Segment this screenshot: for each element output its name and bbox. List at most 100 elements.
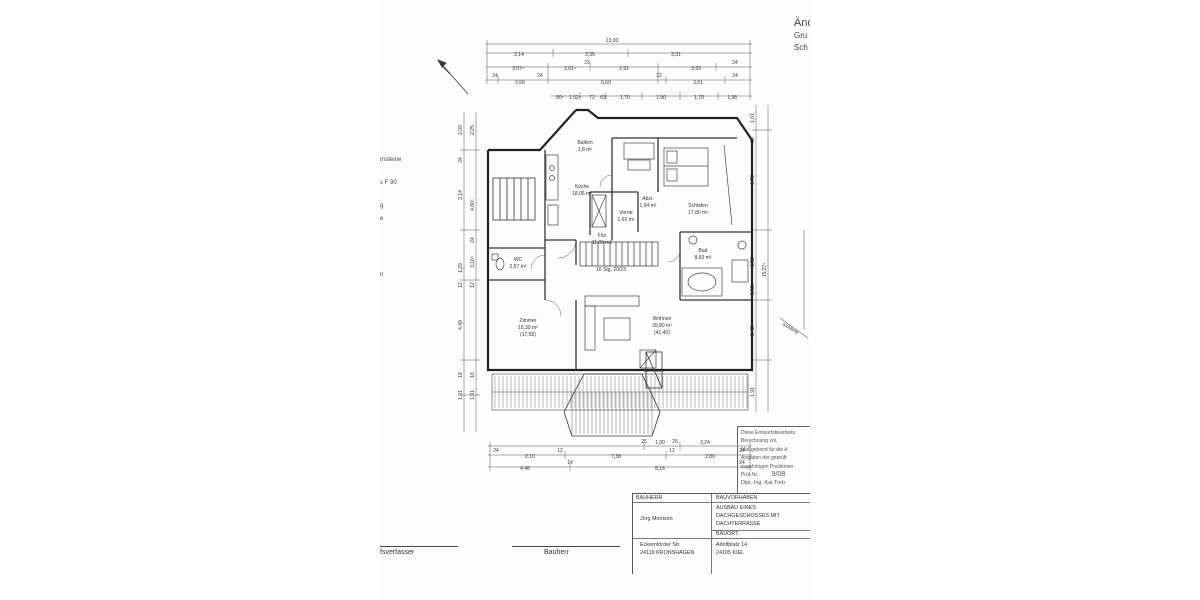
vorhaben-line-2: DACHGESCHOSSES MIT (716, 513, 780, 519)
dim-top-4a: 24 (492, 73, 498, 79)
stamp-pruef-value: 9/08 (771, 471, 786, 479)
interior-walls (488, 137, 752, 370)
room-flur-area: 11,09 m2 (592, 240, 613, 246)
room-wc-area: 2,57 m² (510, 264, 527, 270)
room-schlafen-area: 17,80 m² (688, 210, 708, 216)
signature-line-bauherr (512, 546, 620, 547)
bauort-street: Adolfplatz 14 (716, 542, 748, 548)
dim-bottom-3d: 24 (739, 460, 745, 466)
dim-bottom-2e: 12 (669, 448, 675, 454)
dim-bottom-1d: 3,24 (700, 440, 710, 446)
dim-top-4b: 2,66 (515, 80, 525, 86)
room-zimmer-alt: (17,55) (520, 332, 536, 338)
dim-bottom-2d: 7,38 (611, 454, 621, 460)
terrace-ticks (571, 392, 653, 434)
dim-top-5d: 63 (600, 95, 606, 101)
stamp-line-5: zugehörigen Positionen (741, 463, 794, 470)
dim-top-total: 13,00 (606, 38, 619, 44)
header-note-2: Gru (794, 31, 808, 40)
balcony-furniture (623, 142, 655, 171)
dim-left-12: 12 (458, 282, 464, 288)
dim-top-3b: 2,61⁵ (564, 66, 576, 72)
dim-top-5g: 1,70 (694, 95, 704, 101)
room-vorrat-name: Vorrat (619, 210, 633, 216)
dim-top-3a: 3,07⁵ (512, 66, 524, 72)
room-wohnen-name: Wohnen (653, 316, 672, 322)
stamp-line-4: Angaben der geprüft (741, 455, 787, 462)
dim-bottom-3b: 14 (567, 460, 573, 466)
left-dimension-lines (460, 112, 480, 432)
left-dimension-text: 2,09 2,25 3,14 4,80⁵ 3,16⁵ 1,29 4,49 1,9… (458, 125, 476, 400)
bauort-city: 24105 KIEL (716, 550, 745, 556)
dim-top-5f: 1,90 (656, 95, 666, 101)
dim-left-6: 1,29 (458, 263, 464, 273)
terrace (563, 373, 661, 437)
dim-bottom-1a: 25 (641, 439, 647, 445)
left-note-4: e (380, 216, 384, 222)
dim-top-5a: 80⁵ (556, 95, 564, 101)
dim-left-9: 1,91 (470, 390, 476, 400)
header-note-3: Sch (794, 43, 808, 52)
top-dimension-text: 13,00 3,14 2,35 3,31 3,07⁵ 2,61⁵ 2,91 3,… (492, 38, 738, 101)
dim-top-4c: 24 (537, 73, 543, 79)
room-abst-name: Abst. (642, 196, 653, 202)
signature-line-author (380, 546, 458, 547)
stamp-line-3: Maßgebend für die A (741, 446, 788, 453)
chimney (645, 351, 663, 389)
stamp-line-2: Berechnung vor, (741, 438, 778, 445)
dim-bottom-1c: 25 (672, 439, 678, 445)
stamp-pruef-label: Prüf-Nr. (741, 472, 759, 479)
dim-top-4e: 12 (656, 73, 662, 79)
dim-left-3: 3,14 (458, 190, 464, 200)
stair-label: 16 Stg. 20/23 (596, 267, 626, 273)
dim-bottom-2b: 2,10 (525, 454, 535, 460)
bed (663, 144, 733, 226)
dim-top-3d: 3,93 (691, 66, 701, 72)
dim-bottom-2g: 24 (739, 448, 745, 454)
vorhaben-label: BAUVORHABEN (716, 495, 758, 501)
bottom-dimension-text: 25 1,00 25 3,24 24 2,10 12 7,38 12 2,80 … (493, 439, 745, 472)
north-arrow-icon (437, 59, 469, 95)
dim-top-3c: 2,91 (619, 66, 629, 72)
dim-top-2a: 3,14 (514, 52, 524, 58)
dim-top-5c: 72 (589, 95, 595, 101)
dim-bottom-3c: 8,16 (655, 466, 665, 472)
dim-left-10: 24 (458, 157, 464, 163)
dim-left-13: 12 (470, 282, 476, 288)
room-kueche-area: 18,06 m² (572, 191, 592, 197)
dim-left-4: 4,80⁵ (470, 199, 476, 211)
dim-top-5h: 1,38 (727, 95, 737, 101)
left-note-1: rnsteine (380, 157, 402, 163)
room-zimmer-area: 16,39 m² (518, 325, 538, 331)
dim-top-4f: 3,61 (693, 80, 703, 86)
right-edge-label: Sichtlinie (782, 322, 801, 336)
left-note-5: n (380, 272, 384, 278)
dim-bottom-2f: 2,80 (705, 454, 715, 460)
right-edge-line (779, 230, 809, 339)
dim-left-5: 3,16⁵ (470, 256, 476, 268)
room-schlafen-name: Schlafen (688, 203, 708, 209)
dim-left-1: 2,09 (458, 125, 464, 135)
dim-right-8: 1,91 (750, 387, 756, 397)
dim-right-1: 1,61 (750, 113, 756, 123)
bauherr-name: Jörg Moritzen (640, 516, 673, 522)
room-wc-name: WC (514, 257, 523, 263)
wc-fixtures (491, 253, 505, 271)
signature-bauherr-label: Bauherr (544, 549, 569, 556)
dim-top-3e: 23 (584, 60, 590, 66)
room-abst-area: 1,94 m² (640, 203, 657, 209)
room-labels: Balkon 1,8 m² Küche 18,06 m² Vorrat 1,60… (510, 140, 712, 338)
room-bad-area: 8,60 m² (695, 255, 712, 261)
room-bad-name: Bad (699, 248, 708, 254)
signature-author-label: fsverfasser (380, 549, 415, 556)
top-dimension-lines (485, 40, 752, 100)
dim-top-5e: 1,70 (620, 95, 630, 101)
dim-top-5b: 1,02⁵ (569, 95, 581, 101)
dim-right-6: 15,27⁵ (762, 263, 768, 278)
bauherr-city: 24119 KRONSHAGEN (640, 550, 695, 556)
dim-bottom-1b: 1,00 (655, 440, 665, 446)
dim-left-14: 18 (458, 372, 464, 378)
room-zimmer-name: Zimmer (520, 318, 537, 324)
dim-left-7: 4,49 (458, 320, 464, 330)
dim-left-15: 18 (470, 372, 476, 378)
